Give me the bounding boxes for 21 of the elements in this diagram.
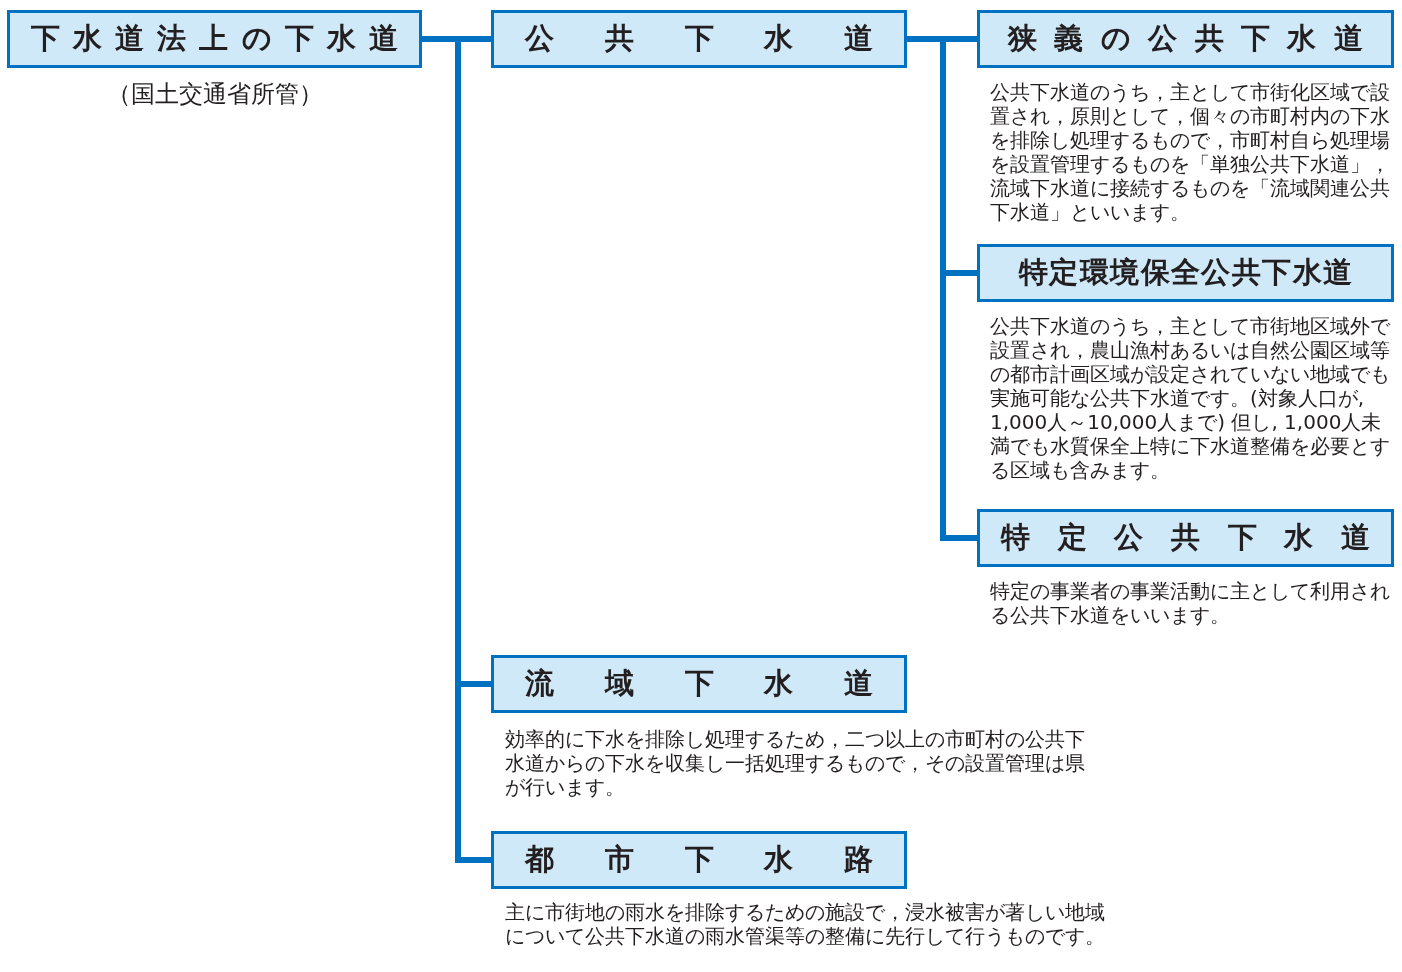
description-text: 公共下水道のうち，主として市街化区域で設置され，原則として，個々の市町村内の下水を排除し処理するもので，市町村自ら処理場を設置管理するものを「単独公共下水道」，流域下水道に接続するものを「流域関連公共下水道」といいます。 [990,80,1391,224]
box-title: 特定公共下水道 [1001,519,1398,556]
box-title: 公共下水道 [525,20,924,57]
box-title: 特定環境保全公共下水道 [1018,254,1354,291]
description-text: 効率的に下水を排除し処理するため，二つ以上の市町村の公共下水道からの下水を収集し一括処理するもので，その設置管理は県が行います。 [505,727,1085,799]
box-title: 流域下水道 [525,665,924,702]
category-box [7,10,422,68]
description-text: 公共下水道のうち，主として市街地区域外で設置され，農山漁村あるいは自然公園区域等の都市計画区域が設定されていない地域でも実施可能な公共下水道です。(対象人口が, 1,000人～10,000人まで) 但し, 1,000人未満でも水質保全上特に下水道整備を必要とする区域も含みます。 [990,314,1391,482]
category-box [977,244,1394,302]
category-box [491,10,907,68]
description-text: 主に市街地の雨水を排除するための施設で，浸水被害が著しい地域について公共下水道の雨水管渠等の整備に先行して行うものです。 [505,900,1105,948]
category-box [491,655,907,713]
note-text: （国土交通省所管） [105,82,324,106]
box-title: 下水道法上の下水道 [31,20,411,57]
description-text: 特定の事業者の事業活動に主として利用される公共下水道をいいます。 [990,579,1391,627]
category-box [977,10,1394,68]
box-title: 都市下水路 [525,841,924,878]
category-box [977,509,1394,567]
box-title: 狭義の公共下水道 [1008,20,1381,57]
connector-line [907,36,977,541]
category-box [491,831,907,889]
